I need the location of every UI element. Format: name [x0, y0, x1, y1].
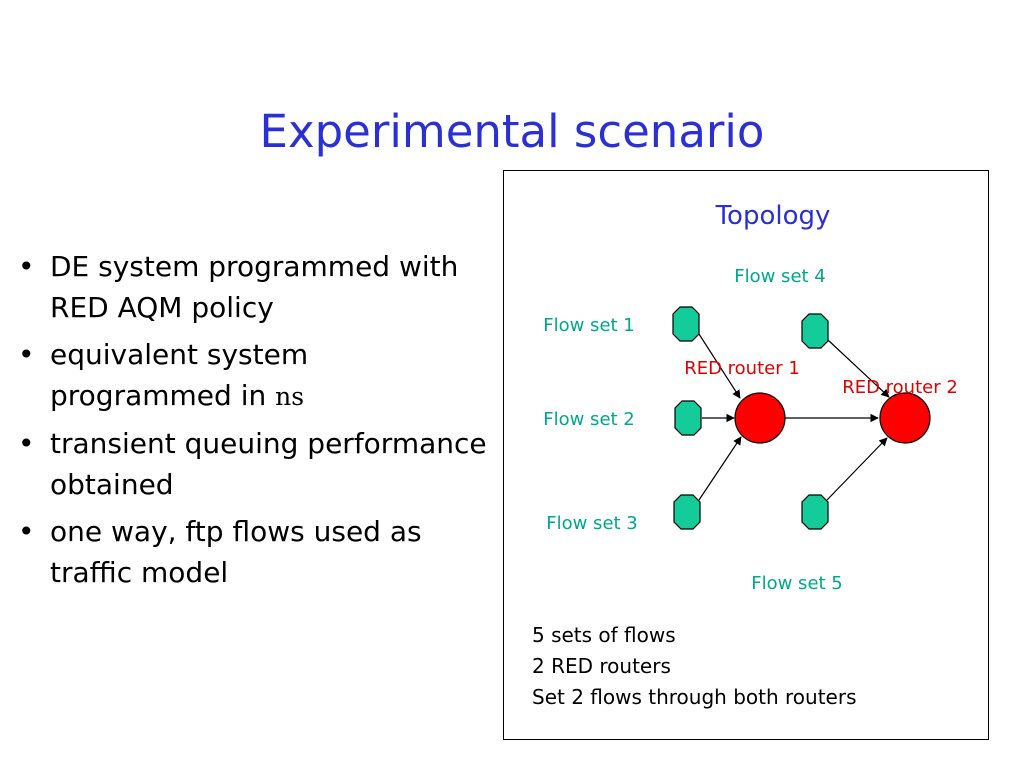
bullet-text: equivalent system programmed in [50, 338, 309, 412]
flow-set-1-host-icon [672, 306, 700, 342]
flow-set-4-host-icon [801, 313, 829, 349]
red-router-1-label: RED router 1 [684, 358, 800, 379]
note-line: 2 RED routers [532, 654, 671, 678]
bullet-marker: • [18, 515, 35, 548]
topology-heading: Topology [715, 201, 831, 231]
flow-set-2-label: Flow set 2 [543, 409, 635, 430]
red-router-2-icon [879, 392, 931, 444]
link-flow3-router1 [698, 436, 742, 501]
topology-notes: 5 sets of flows 2 RED routers Set 2 flow… [532, 620, 856, 713]
bullet-marker: • [18, 338, 35, 371]
note-line: Set 2 flows through both routers [532, 685, 857, 709]
red-router-1-icon [734, 392, 786, 444]
bullet-item: • equivalent system programmed in ns [18, 334, 488, 417]
flow-set-3-label: Flow set 3 [546, 513, 638, 534]
bullet-text: transient queuing performance obtained [50, 427, 487, 501]
bullet-marker: • [18, 427, 35, 460]
bullet-list: • DE system programmed with RED AQM poli… [18, 246, 488, 599]
flow-set-1-label: Flow set 1 [543, 315, 635, 336]
ns-term: ns [275, 382, 305, 411]
link-flow1-router1 [698, 333, 741, 399]
note-line: 5 sets of flows [532, 623, 676, 647]
bullet-item: • one way, ftp flows used as traffic mod… [18, 511, 488, 593]
slide-title: Experimental scenario [259, 105, 765, 158]
red-router-2-label: RED router 2 [842, 377, 958, 398]
link-flow4-router2 [827, 339, 890, 398]
flow-set-5-label: Flow set 5 [751, 573, 843, 594]
bullet-item: • DE system programmed with RED AQM poli… [18, 246, 488, 328]
bullet-marker: • [18, 250, 35, 283]
flow-set-2-host-icon [674, 400, 702, 436]
link-flow5-router2 [826, 437, 888, 501]
flow-set-4-label: Flow set 4 [734, 266, 826, 287]
bullet-text: DE system programmed with RED AQM policy [50, 250, 459, 324]
flow-set-5-host-icon [801, 494, 829, 530]
topology-panel [503, 170, 989, 740]
bullet-text: one way, ftp flows used as traffic model [50, 515, 422, 589]
flow-set-3-host-icon [673, 494, 701, 530]
bullet-item: • transient queuing performance obtained [18, 423, 488, 505]
